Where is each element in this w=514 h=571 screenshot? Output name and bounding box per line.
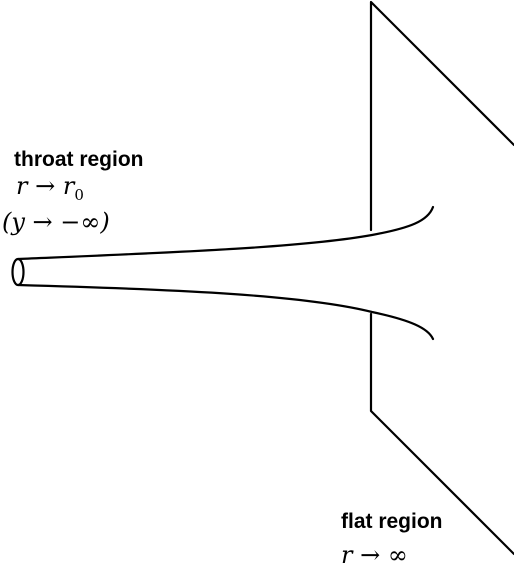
throat-limit-subscript: 0 [74, 186, 84, 204]
tube-lower-curve [16, 283, 435, 341]
flat-region-title: flat region [341, 510, 443, 533]
tube-upper-curve [16, 205, 435, 261]
flat-plane [369, 0, 514, 556]
throat-y-limit-equation: (y → −∞) [2, 208, 110, 236]
plane-lower-edge [369, 312, 514, 556]
throat-limit-main: r → r [16, 172, 76, 200]
throat-limit-equation: r → r0 [16, 172, 84, 204]
throat-mouth-ellipse [11, 257, 25, 287]
flat-label-group: flat region r → ∞ [341, 510, 443, 569]
throat-label-group: throat region r → r0 (y → −∞) [2, 148, 144, 236]
flat-limit-equation: r → ∞ [341, 541, 408, 569]
throat-region-title: throat region [14, 148, 144, 171]
throat-tube [11, 205, 435, 341]
plane-upper-edge [369, 0, 514, 232]
